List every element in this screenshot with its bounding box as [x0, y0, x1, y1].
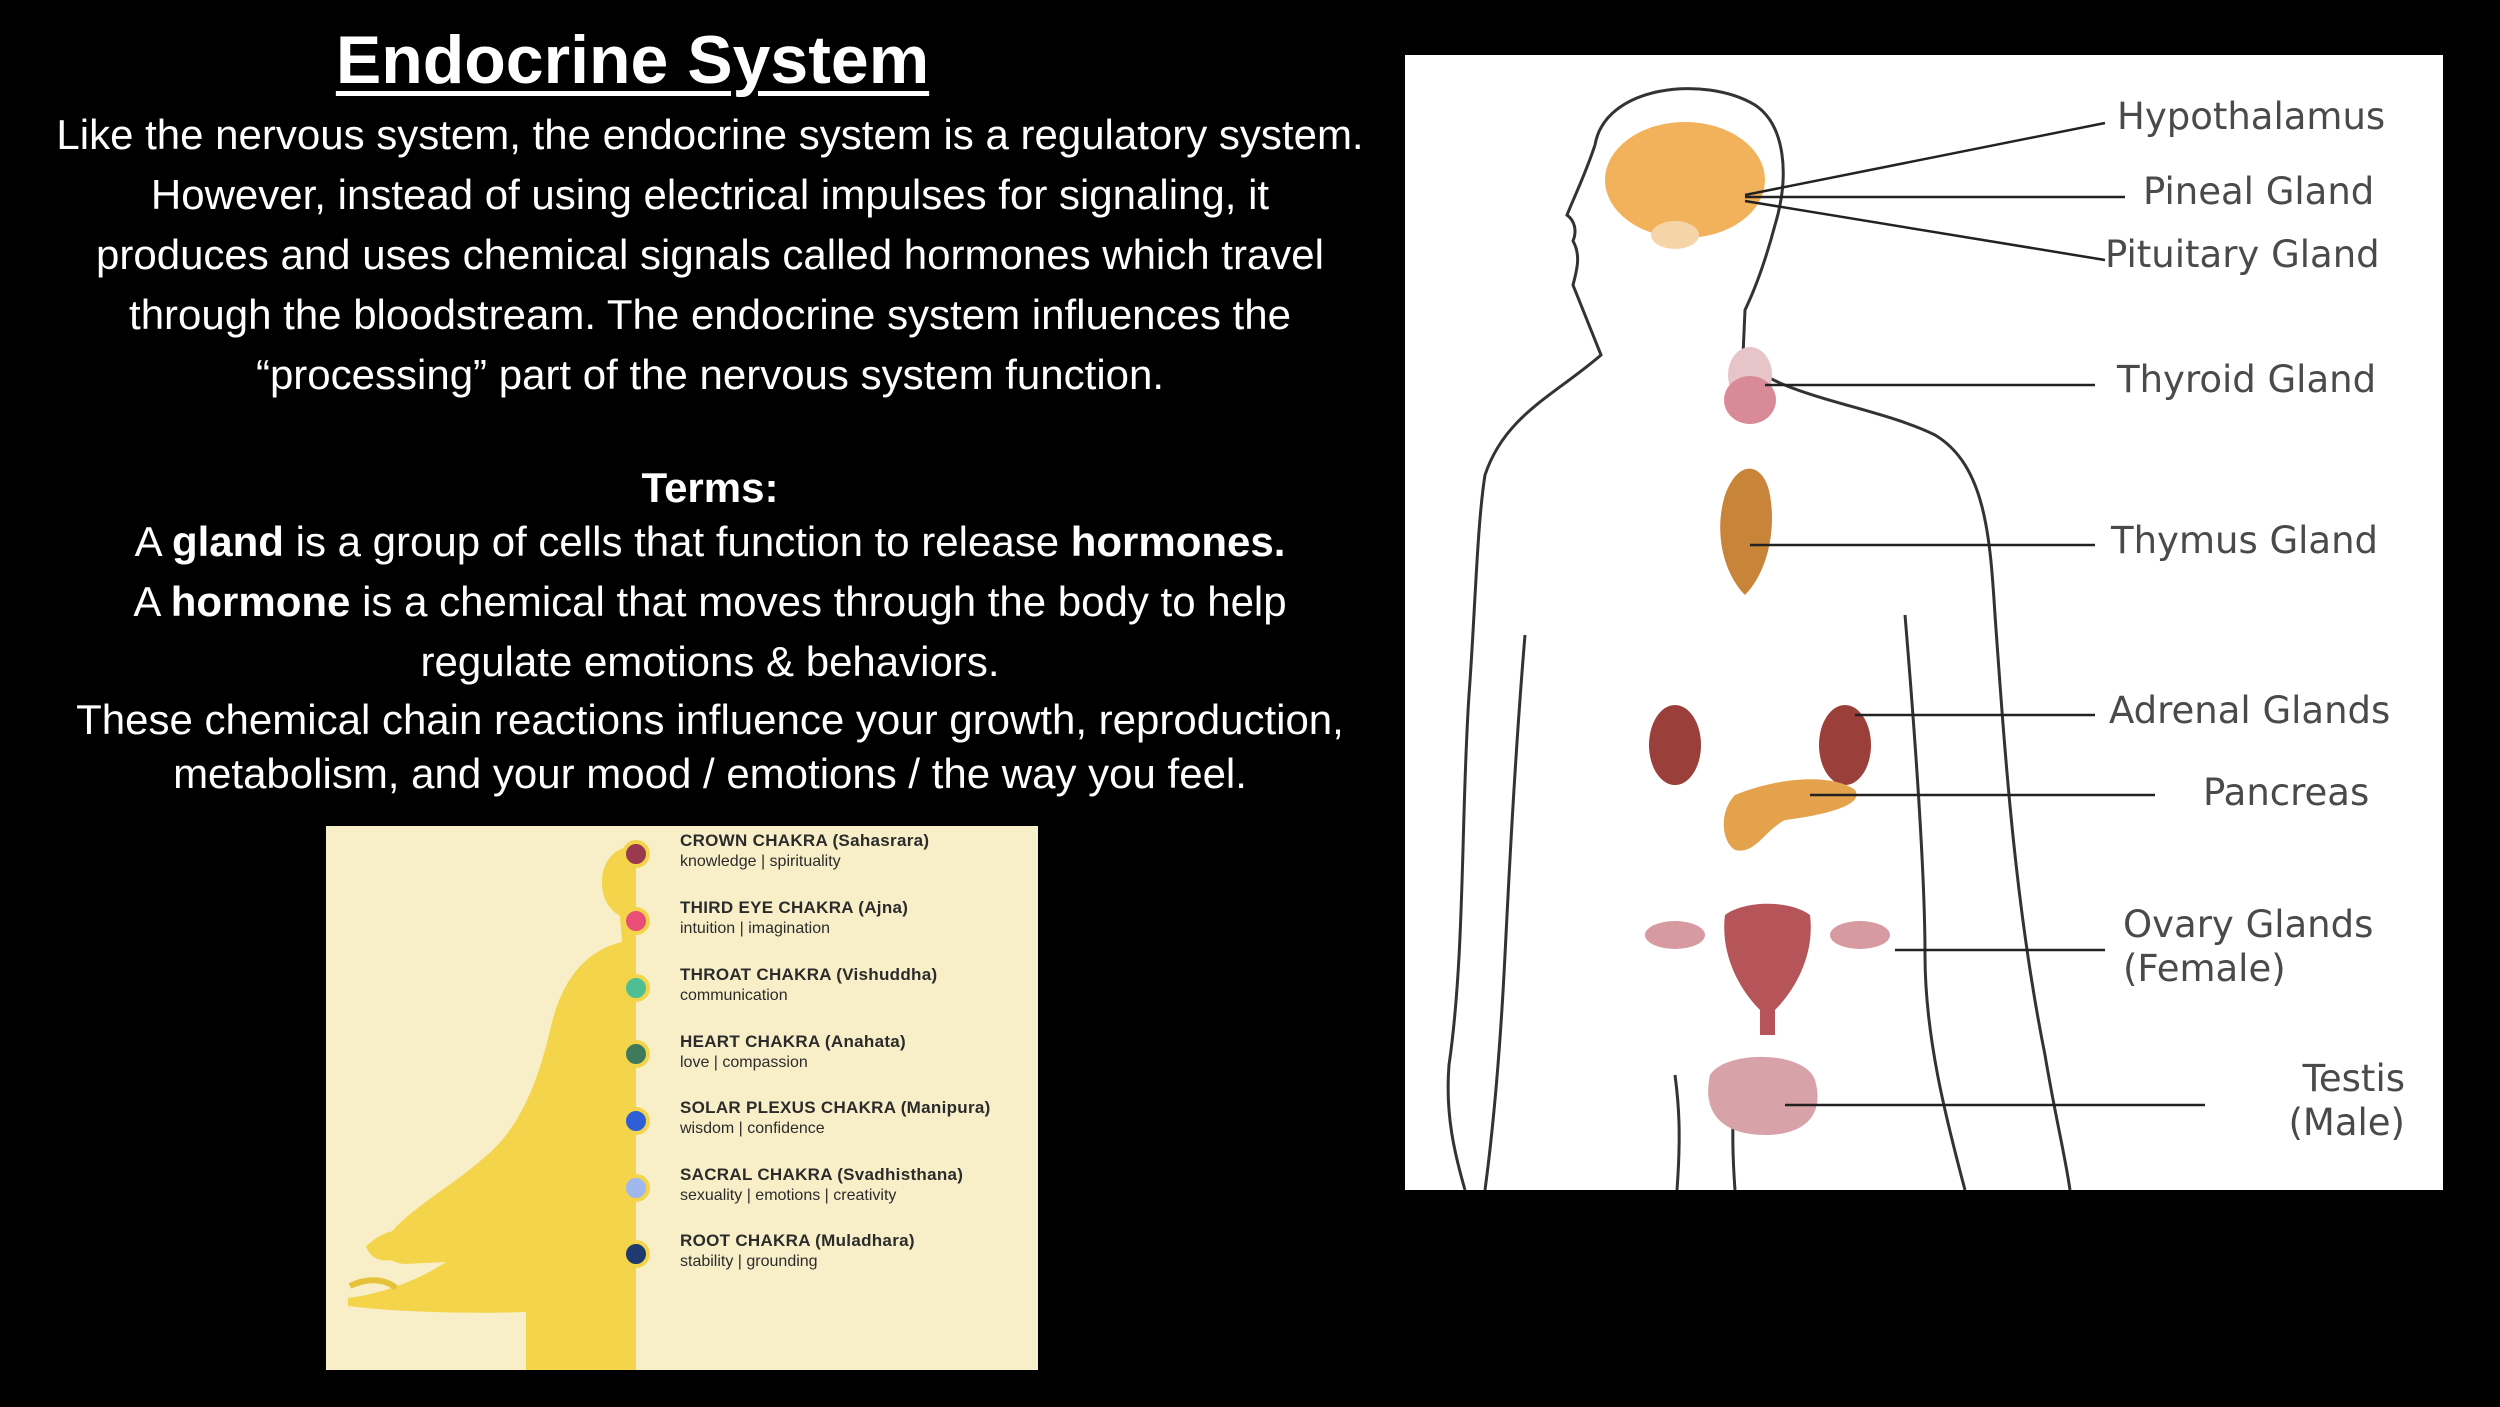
hormone-definition: A hormone is a chemical that moves throu… [133, 578, 1287, 625]
third-eye-chakra-dot [622, 907, 650, 935]
endocrine-diagram: Hypothalamus Pineal Gland Pituitary Glan… [1405, 55, 2443, 1190]
hormones-term: hormones. [1070, 518, 1286, 565]
thymus-gland-label: Thymus Gland [2111, 519, 2379, 562]
ovary-glands-label: Ovary Glands (Female) [2123, 903, 2374, 990]
adrenal-glands-label: Adrenal Glands [2109, 689, 2391, 732]
intro-line: through the bloodstream. The endocrine s… [129, 291, 1291, 338]
pituitary-gland-label: Pituitary Gland [2105, 233, 2380, 276]
chakra-item: THIRD EYE CHAKRA (Ajna) intuition | imag… [680, 898, 909, 937]
solar-plexus-chakra-dot [622, 1107, 650, 1135]
throat-chakra-dot [622, 974, 650, 1002]
intro-paragraph: Like the nervous system, the endocrine s… [20, 105, 1400, 405]
chakra-item: SACRAL CHAKRA (Svadhisthana) sexuality |… [680, 1165, 964, 1204]
intro-line: “processing” part of the nervous system … [255, 351, 1165, 398]
terms-definitions: A gland is a group of cells that functio… [20, 512, 1400, 800]
hormone-definition-line2: regulate emotions & behaviors. [420, 638, 1000, 685]
intro-line: Like the nervous system, the endocrine s… [56, 111, 1364, 158]
root-chakra-dot [622, 1240, 650, 1268]
body-outline-illustration [1446, 87, 2205, 1190]
heart-chakra-dot [622, 1040, 650, 1068]
meditating-figure-illustration [348, 846, 636, 1370]
intro-line: However, instead of using electrical imp… [150, 171, 1270, 218]
testis-label: Testis (Male) [2288, 1057, 2405, 1144]
chain-reaction-line: These chemical chain reactions influence… [76, 696, 1344, 743]
hypothalamus-label: Hypothalamus [2117, 95, 2386, 138]
chakra-item: ROOT CHAKRA (Muladhara) stability | grou… [680, 1231, 915, 1270]
chakra-item: CROWN CHAKRA (Sahasrara) knowledge | spi… [680, 831, 930, 870]
chakra-chart: CROWN CHAKRA (Sahasrara) knowledge | spi… [326, 826, 1038, 1370]
pineal-gland-label: Pineal Gland [2143, 170, 2375, 213]
chakra-item: THROAT CHAKRA (Vishuddha) communication [680, 965, 938, 1004]
terms-heading: Terms: [641, 464, 779, 511]
chakra-item: HEART CHAKRA (Anahata) love | compassion [680, 1032, 907, 1071]
gland-term: gland [171, 518, 284, 565]
pancreas-label: Pancreas [2203, 771, 2370, 814]
chain-reaction-line: metabolism, and your mood / emotions / t… [173, 750, 1247, 797]
crown-chakra-dot [622, 840, 650, 868]
thyroid-gland-label: Thyroid Gland [2117, 358, 2377, 401]
hormone-term: hormone [170, 578, 351, 625]
slide-title: Endocrine System [335, 22, 930, 98]
gland-definition: A gland is a group of cells that functio… [134, 518, 1286, 565]
sacral-chakra-dot [622, 1174, 650, 1202]
chakra-item: SOLAR PLEXUS CHAKRA (Manipura) wisdom | … [680, 1098, 991, 1137]
intro-line: produces and uses chemical signals calle… [96, 231, 1324, 278]
